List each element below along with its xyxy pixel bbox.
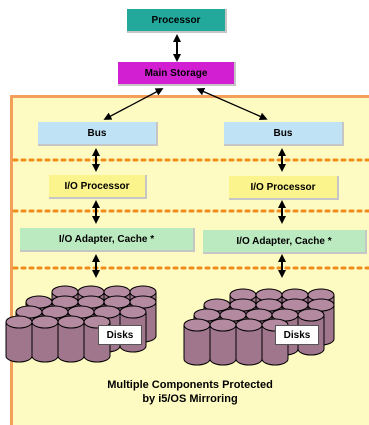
caption-line-2: by i5/OS Mirroring: [142, 393, 238, 405]
disk-cylinder: [183, 318, 211, 366]
caption: Multiple Components Protected by i5/OS M…: [60, 378, 320, 406]
disk-cylinder: [235, 318, 263, 366]
disk-cylinder: [5, 315, 33, 363]
caption-line-1: Multiple Components Protected: [107, 379, 273, 391]
bus-box-right: Bus: [224, 122, 344, 146]
disks-label-left: Disks: [98, 325, 142, 345]
arrow-mainstorage-bus-right: [196, 87, 268, 121]
io-processor-box-left: I/O Processor: [49, 175, 147, 199]
disks-label-right: Disks: [275, 325, 319, 345]
io-processor-box-right: I/O Processor: [229, 176, 339, 200]
disk-cylinder: [209, 318, 237, 366]
disk-cylinder: [57, 315, 85, 363]
arrow-mainstorage-bus-left: [103, 88, 164, 120]
io-adapter-box-right: I/O Adapter, Cache *: [203, 230, 367, 254]
protected-area-panel: [10, 95, 369, 425]
io-adapter-box-left: I/O Adapter, Cache *: [20, 228, 195, 252]
processor-box: Processor: [127, 9, 227, 33]
bus-box-left: Bus: [38, 122, 158, 146]
disk-array-left: [5, 285, 157, 363]
disk-cylinder: [31, 315, 59, 363]
main-storage-box: Main Storage: [118, 62, 236, 86]
